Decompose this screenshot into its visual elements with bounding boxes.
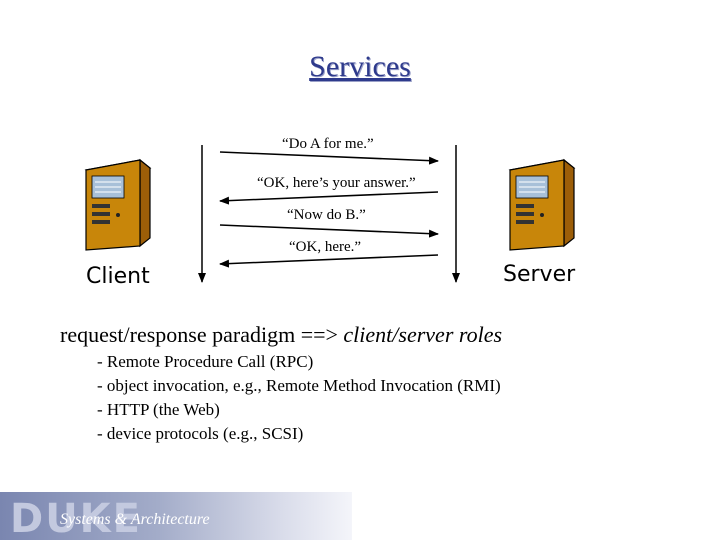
client-label: Client bbox=[86, 264, 150, 289]
duke-logo: DUKE bbox=[10, 496, 143, 542]
list-item: - device protocols (e.g., SCSI) bbox=[97, 424, 304, 443]
list-item: - HTTP (the Web) bbox=[97, 400, 220, 419]
message-arrow-2 bbox=[219, 191, 439, 205]
message-label-4: “OK, here.” bbox=[289, 239, 362, 255]
server-computer-icon bbox=[508, 158, 576, 251]
list-item: - object invocation, e.g., Remote Method… bbox=[97, 376, 501, 395]
paradigm-prefix: request/response paradigm ==> bbox=[60, 322, 344, 347]
message-arrow-3 bbox=[219, 224, 439, 238]
page-title: Services bbox=[309, 50, 411, 83]
message-label-2: “OK, here’s your answer.” bbox=[257, 175, 416, 191]
message-arrow-1 bbox=[219, 151, 439, 165]
footer-banner bbox=[0, 492, 352, 540]
paradigm-emphasis: client/server roles bbox=[343, 322, 503, 347]
footer-subtitle: Systems & Architecture bbox=[60, 511, 210, 528]
client-computer-icon bbox=[84, 158, 152, 251]
list-item: - Remote Procedure Call (RPC) bbox=[97, 352, 314, 371]
message-label-3: “Now do B.” bbox=[287, 207, 366, 223]
server-label: Server bbox=[503, 262, 576, 287]
message-label-1: “Do A for me.” bbox=[282, 136, 374, 152]
message-arrow-4 bbox=[219, 254, 439, 268]
bullet-list: - Remote Procedure Call (RPC) - object i… bbox=[97, 350, 501, 446]
paradigm-line: request/response paradigm ==> client/ser… bbox=[60, 322, 502, 348]
